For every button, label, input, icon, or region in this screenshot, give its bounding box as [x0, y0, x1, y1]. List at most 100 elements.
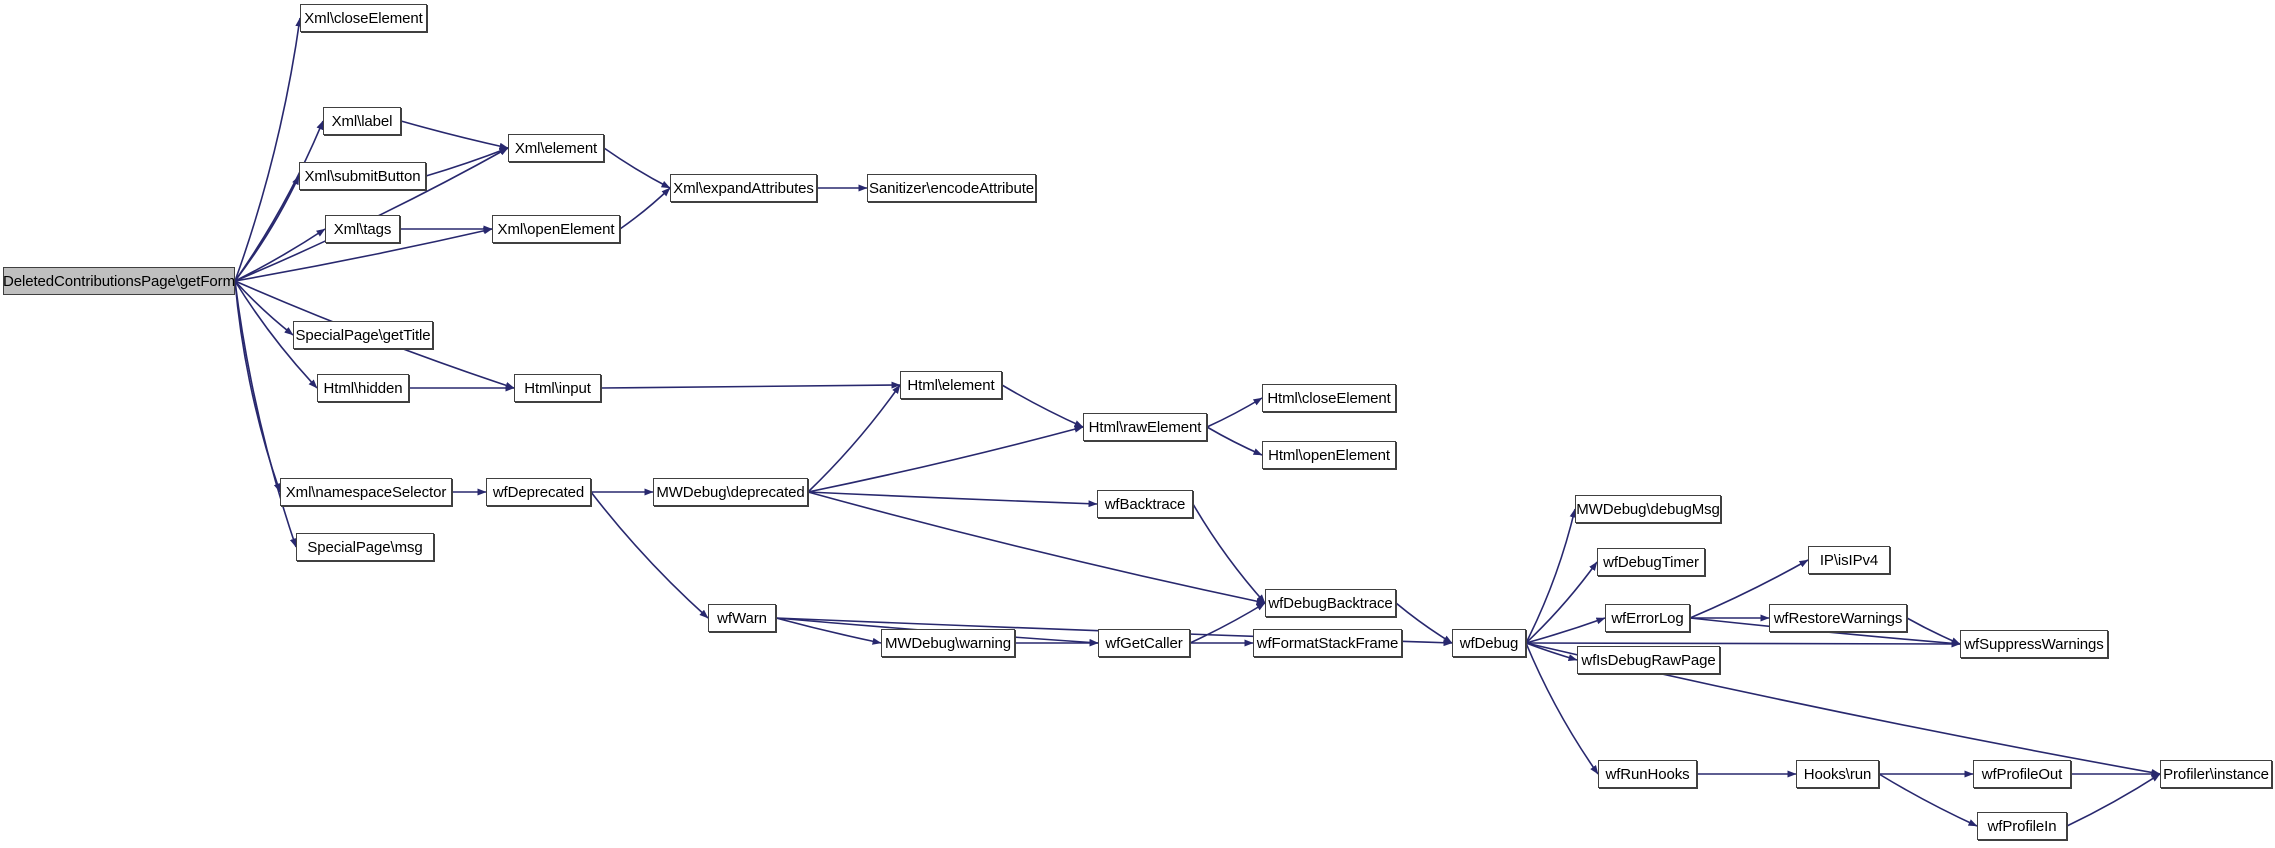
graph-node-htmlElement[interactable]: Html\element	[900, 371, 1002, 399]
graph-node-label: wfSuppressWarnings	[1964, 635, 2104, 653]
graph-node-root[interactable]: DeletedContributionsPage\getForm	[3, 267, 235, 295]
graph-edge	[234, 228, 326, 282]
graph-edge	[603, 147, 671, 189]
graph-node-label: Xml\closeElement	[304, 9, 423, 27]
graph-node-mwDebugDebugMsg[interactable]: MWDebug\debugMsg	[1575, 495, 1721, 523]
graph-node-xmlElement[interactable]: Xml\element	[508, 134, 604, 162]
graph-node-label: MWDebug\warning	[884, 634, 1012, 652]
graph-edge	[807, 384, 901, 493]
graph-node-wfDebugTimer[interactable]: wfDebugTimer	[1597, 548, 1705, 576]
graph-node-label: Profiler\instance	[2163, 765, 2269, 783]
graph-node-label: wfDebug	[1459, 634, 1519, 652]
graph-edge	[1206, 426, 1263, 456]
graph-edge	[425, 147, 509, 177]
graph-edge	[600, 381, 901, 389]
graph-node-htmlRawElement[interactable]: Html\rawElement	[1083, 413, 1207, 441]
graph-node-wfSuppressWarnings[interactable]: wfSuppressWarnings	[1960, 630, 2108, 658]
graph-node-wfDebugBacktrace[interactable]: wfDebugBacktrace	[1265, 589, 1396, 617]
graph-node-xmlCloseElement[interactable]: Xml\closeElement	[300, 4, 427, 32]
graph-node-label: wfDebugBacktrace	[1268, 594, 1393, 612]
graph-node-wfErrorLog[interactable]: wfErrorLog	[1605, 604, 1690, 632]
graph-node-xmlLabel[interactable]: Xml\label	[323, 107, 401, 135]
graph-node-wfProfileOut[interactable]: wfProfileOut	[1973, 760, 2071, 788]
graph-node-label: Xml\tags	[333, 220, 392, 238]
graph-edge	[1192, 503, 1266, 604]
graph-node-ipIsIPv4[interactable]: IP\isIPv4	[1808, 546, 1890, 574]
graph-node-mwDebugDeprecated[interactable]: MWDebug\deprecated	[653, 478, 808, 506]
graph-edge	[775, 617, 882, 645]
graph-node-xmlNamespaceSelector[interactable]: Xml\namespaceSelector	[280, 478, 452, 506]
graph-node-xmlSubmitButton[interactable]: Xml\submitButton	[299, 162, 426, 190]
graph-node-label: Xml\namespaceSelector	[285, 483, 447, 501]
graph-edge	[1206, 397, 1263, 428]
graph-node-profilerInstance[interactable]: Profiler\instance	[2160, 760, 2272, 788]
graph-node-wfDebug[interactable]: wfDebug	[1452, 629, 1526, 657]
graph-edge	[234, 280, 281, 493]
graph-node-xmlTags[interactable]: Xml\tags	[325, 215, 400, 243]
graph-edge	[400, 120, 509, 150]
graph-node-label: Html\hidden	[323, 379, 403, 397]
graph-node-label: Html\input	[524, 379, 591, 397]
graph-edge	[807, 491, 1098, 508]
graph-node-wfBacktrace[interactable]: wfBacktrace	[1097, 490, 1193, 518]
graph-node-label: MWDebug\deprecated	[656, 483, 805, 501]
graph-node-wfWarn[interactable]: wfWarn	[708, 604, 776, 632]
graph-node-htmlHidden[interactable]: Html\hidden	[317, 374, 409, 402]
graph-edge	[234, 280, 297, 548]
graph-node-label: Hooks\run	[1803, 765, 1872, 783]
graph-node-wfIsDebugRawPage[interactable]: wfIsDebugRawPage	[1577, 646, 1720, 674]
graph-edge	[807, 425, 1084, 493]
graph-edge	[1525, 642, 1578, 661]
graph-edge	[1001, 384, 1084, 428]
graph-node-label: Xml\expandAttributes	[673, 179, 814, 197]
graph-edge	[234, 175, 300, 282]
graph-node-label: wfErrorLog	[1611, 609, 1684, 627]
graph-node-label: SpecialPage\msg	[307, 538, 423, 556]
graph-edge	[234, 17, 303, 282]
graph-edge	[1395, 602, 1453, 644]
graph-node-label: wfRunHooks	[1605, 765, 1690, 783]
graph-edge	[807, 491, 1266, 605]
graph-node-label: Html\openElement	[1268, 446, 1390, 464]
graph-node-label: wfProfileIn	[1987, 817, 2057, 835]
graph-node-sanitizerEncodeAttribute[interactable]: Sanitizer\encodeAttribute	[867, 174, 1036, 202]
graph-node-wfRestoreWarnings[interactable]: wfRestoreWarnings	[1769, 604, 1907, 632]
graph-node-htmlOpenElement[interactable]: Html\openElement	[1262, 441, 1396, 469]
graph-edge	[1525, 617, 1606, 644]
graph-node-wfGetCaller[interactable]: wfGetCaller	[1098, 629, 1190, 657]
graph-node-mwDebugWarning[interactable]: MWDebug\warning	[881, 629, 1015, 657]
graph-node-label: Xml\openElement	[497, 220, 615, 238]
graph-node-htmlInput[interactable]: Html\input	[514, 374, 601, 402]
graph-node-specialPageMsg[interactable]: SpecialPage\msg	[296, 533, 434, 561]
graph-node-xmlOpenElement[interactable]: Xml\openElement	[492, 215, 620, 243]
graph-node-label: IP\isIPv4	[1819, 551, 1879, 569]
graph-edge	[1525, 508, 1577, 644]
graph-node-label: Html\element	[907, 376, 995, 394]
graph-edge	[590, 491, 709, 619]
graph-node-label: wfProfileOut	[1981, 765, 2063, 783]
graph-edge	[1906, 617, 1961, 645]
graph-node-xmlExpandAttributes[interactable]: Xml\expandAttributes	[670, 174, 817, 202]
graph-node-wfFormatStackFrame[interactable]: wfFormatStackFrame	[1253, 629, 1402, 657]
graph-node-label: DeletedContributionsPage\getForm	[3, 272, 235, 290]
graph-node-label: Sanitizer\encodeAttribute	[868, 179, 1035, 197]
graph-node-label: SpecialPage\getTitle	[295, 326, 431, 344]
graph-node-specialPageGetTitle[interactable]: SpecialPage\getTitle	[293, 321, 433, 349]
graph-edge	[1878, 773, 1978, 827]
graph-node-wfDeprecated[interactable]: wfDeprecated	[486, 478, 591, 506]
graph-node-label: wfDebugTimer	[1603, 553, 1699, 571]
graph-edge	[1525, 561, 1598, 644]
graph-node-label: Html\rawElement	[1088, 418, 1202, 436]
graph-edge	[1525, 640, 1961, 648]
graph-node-wfProfileIn[interactable]: wfProfileIn	[1977, 812, 2067, 840]
graph-node-htmlCloseElement[interactable]: Html\closeElement	[1262, 384, 1396, 412]
graph-node-wfRunHooks[interactable]: wfRunHooks	[1598, 760, 1697, 788]
graph-node-label: wfWarn	[717, 609, 767, 627]
graph-node-hooksRun[interactable]: Hooks\run	[1796, 760, 1879, 788]
graph-edge	[234, 280, 294, 336]
graph-node-label: wfGetCaller	[1105, 634, 1183, 652]
graph-node-label: wfRestoreWarnings	[1773, 609, 1903, 627]
graph-edge	[234, 120, 324, 282]
graph-edge	[619, 187, 671, 230]
